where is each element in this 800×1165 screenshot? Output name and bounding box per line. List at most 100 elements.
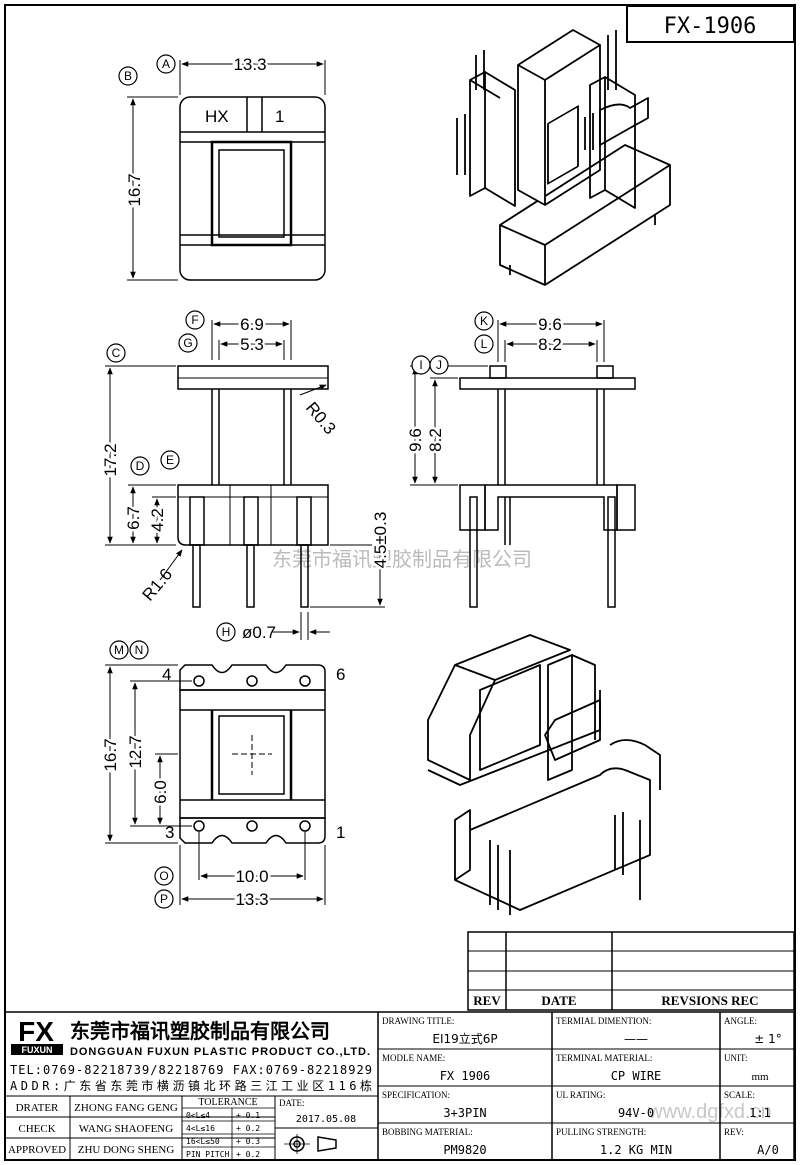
pin-number-1: 1 [336,823,345,842]
terminal-dimension-value: —— [624,1032,648,1046]
title-block [4,1011,795,1161]
terminal-dimension-label: TERMIAL DIMENTION: [556,1016,651,1026]
check-label: CHECK [18,1123,55,1135]
callout-i: I [411,355,431,375]
top-label-left: HX [205,107,229,126]
tolerance-range-0: 0<L≤4 [186,1111,210,1120]
dim-bottom-pitch: 10.0 [235,867,268,886]
dim-side-h-inner: 8.2 [426,428,445,452]
drawing-title-value: EI19立式6P [432,1031,497,1046]
callouts: A B C D E F G H I J K L M N O P [106,54,494,909]
callout-j: J [429,355,449,375]
angle-value: ± 1° [754,1032,782,1046]
approved-label: APPROVED [8,1144,66,1156]
company-name-en: DONGGUAN FUXUN PLASTIC PRODUCT CO.,LTD. [70,1046,370,1058]
revisions-header: REVSIONS REC [661,993,758,1008]
svg-text:FUXUN: FUXUN [22,1045,53,1055]
angle-label: ANGLE: [724,1016,757,1026]
svg-text:F: F [191,313,198,327]
specification-value: 3+3PIN [443,1106,486,1120]
terminal-material-value: CP WIRE [611,1069,662,1083]
callout-l: L [474,334,494,354]
svg-text:I: I [419,358,422,372]
drater-label: DRATER [16,1102,59,1114]
svg-text:L: L [481,337,488,351]
date-header: DATE [541,993,576,1008]
dim-bottom-core: 6.0 [151,780,170,804]
date-value: 2017.05.08 [296,1114,356,1125]
dim-pin-length: 4.5±0.3 [371,512,390,569]
svg-text:B: B [124,69,132,83]
callout-e: E [160,450,180,470]
callout-b: B [118,66,138,86]
dim-base-height: 6.7 [124,506,143,530]
drawing-number-box: FX-1906 [626,5,795,43]
top-view [127,60,326,281]
isometric-view-top [456,29,671,286]
dim-flange-height: 4.2 [148,508,167,532]
check-name: WANG SHAOFENG [79,1123,173,1135]
bobbing-material-value: PM9820 [443,1143,486,1157]
company-tel: TEL:0769-82218739/82218769 FAX:0769-8221… [10,1063,372,1077]
svg-text:FX: FX [18,1016,54,1047]
svg-text:K: K [480,314,488,328]
ul-rating-value: 94V-0 [618,1106,654,1120]
callout-d: D [130,456,150,476]
dim-pin-span-outer: 6.9 [240,315,264,334]
watermark-center: 东莞市福讯塑胶制品有限公司 [272,547,532,571]
rev-label: REV: [724,1127,744,1137]
callout-a: A [156,54,176,74]
unit-value: mm [751,1071,769,1083]
pin-number-6: 6 [336,665,345,684]
callout-h: H [216,622,236,642]
approved-name: ZHU DONG SHENG [78,1144,175,1156]
svg-text:G: G [183,336,192,350]
company-name-cn: 东莞市福讯塑胶制品有限公司 [70,1019,330,1043]
callout-f: F [185,310,205,330]
company-address: ADDR:广东省东莞市横沥镇北环路三江工业区116栋 [10,1078,372,1093]
dim-pin-diameter: ø0.7 [242,623,276,642]
scale-label: SCALE: [724,1090,755,1100]
svg-text:A: A [162,57,170,71]
callout-c: C [106,343,126,363]
tolerance-value-3: + 0.2 [236,1150,260,1159]
callout-g: G [178,333,198,353]
tolerance-range-1: 4<L≤16 [186,1124,215,1133]
tolerance-range-3: PIN PITCH [186,1150,230,1159]
pulling-strength-label: PULLING STRENGTH: [556,1127,646,1137]
front-view [105,320,385,640]
svg-text:M: M [114,643,124,657]
callout-o: O [154,866,174,886]
dim-pin-span-inner: 5.3 [240,335,264,354]
tolerance-title: TOLERANCE [198,1097,257,1108]
svg-text:E: E [166,453,174,467]
pin-number-3: 3 [165,823,174,842]
svg-text:C: C [112,346,121,360]
drawing-number: FX-1906 [664,14,757,39]
pulling-strength-value: 1.2 KG MIN [600,1143,672,1157]
callout-k: K [474,311,494,331]
callout-m: M [109,640,129,660]
callout-p: P [154,889,174,909]
top-label-right: 1 [275,107,284,126]
date-label: DATE: [279,1098,305,1108]
drawing-title-label: DRAWING TITLE: [382,1016,454,1026]
rev-value: A/0 [757,1143,779,1157]
dim-bottom-inner: 12.7 [126,735,145,768]
dim-corner-radius-top: R0.3 [302,398,340,438]
svg-text:P: P [160,892,168,906]
tolerance-value-2: + 0.3 [236,1137,260,1146]
dim-side-inner: 8.2 [538,335,562,354]
bottom-view [105,664,326,905]
isometric-view-bottom [427,634,661,915]
company-logo: FX FUXUN [11,1016,63,1055]
dim-height-top: 16.7 [125,173,144,206]
svg-text:H: H [222,625,231,639]
tolerance-range-2: 16<L≤50 [186,1137,220,1146]
terminal-material-label: TERMINAL MATERIAL: [556,1053,652,1063]
unit-label: UNIT: [724,1053,748,1063]
dim-bottom-width: 13.3 [235,890,268,909]
dim-side-h-outer: 9.6 [406,428,425,452]
dim-width-top: 13.3 [233,55,266,74]
